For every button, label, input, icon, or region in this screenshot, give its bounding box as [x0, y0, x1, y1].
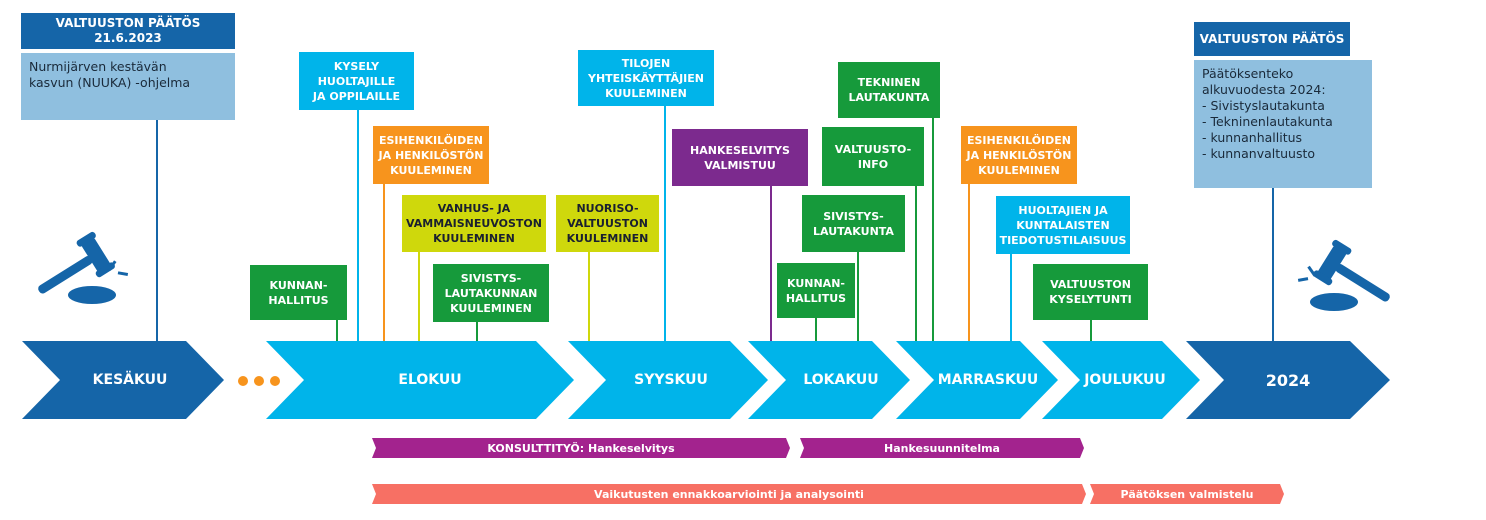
event-sivistyslautakunnan: SIVISTYS- LAUTAKUNNAN KUULEMINEN	[433, 264, 549, 322]
event-tekninen: TEKNINEN LAUTAKUNTA	[838, 62, 940, 118]
event-kysely: KYSELY HUOLTAJILLE JA OPPILAILLE	[299, 52, 414, 110]
gavel-icon	[1297, 239, 1390, 311]
connector-valtuustoinfo	[915, 186, 917, 342]
connector-hankeselvitys	[770, 186, 772, 342]
event-sivistyslautakunta: SIVISTYS- LAUTAKUNTA	[802, 195, 905, 252]
phase-bars	[372, 438, 1284, 504]
bar-label-hankesuunnitelma: Hankesuunnitelma	[884, 441, 1000, 455]
event-tilojen: TILOJEN YHTEISKÄYTTÄJIEN KUULEMINEN	[578, 50, 714, 106]
chevron-syyskuu	[568, 341, 768, 419]
timeline-label-syyskuu: SYYSKUU	[634, 372, 708, 388]
connector-decision-right	[1272, 188, 1274, 342]
bar-paatoksen	[1090, 484, 1284, 504]
connector-kunnanhallitus-1	[336, 320, 338, 342]
connector-kyselytunti	[1090, 320, 1092, 342]
timeline-label-marraskuu: MARRASKUU	[937, 372, 1039, 388]
connector-huoltajien	[1010, 254, 1012, 342]
chevron-joulukuu	[1042, 341, 1200, 419]
bar-hankesuunnitelma	[800, 438, 1084, 458]
event-kunnanhallitus-1: KUNNAN- HALLITUS	[250, 265, 347, 320]
timeline-label-joulukuu: JOULUKUU	[1084, 372, 1166, 388]
connector-esihenkilot-2	[968, 184, 970, 342]
event-nuoriso: NUORISO- VALTUUSTON KUULEMINEN	[556, 195, 659, 252]
timeline-label-kesakuu: KESÄKUU	[92, 372, 168, 388]
bar-label-paatoksen: Päätöksen valmistelu	[1120, 487, 1254, 501]
event-huoltajien: HUOLTAJIEN JA KUNTALAISTEN TIEDOTUSTILAI…	[996, 196, 1130, 254]
bar-konsulttityo	[372, 438, 790, 458]
decision-left-text: Nurmijärven kestävän kasvun (NUUKA) -ohj…	[21, 53, 235, 120]
gavel-icon	[38, 231, 129, 304]
connector-lines	[156, 106, 1274, 342]
bar-label-vaikutusten: Vaikutusten ennakkoarviointi ja analysoi…	[594, 487, 864, 501]
timeline-label-lokakuu: LOKAKUU	[803, 372, 879, 388]
event-valtuustoinfo: VALTUUSTO- INFO	[822, 127, 924, 186]
event-hankeselvitys: HANKESELVITYS VALMISTUU	[672, 129, 808, 186]
decision-left-title: VALTUUSTON PÄÄTÖS 21.6.2023	[21, 13, 235, 49]
bar-vaikutusten	[372, 484, 1086, 504]
bar-label-konsulttityo: KONSULTTITYÖ: Hankeselvitys	[487, 441, 675, 455]
timeline-chevrons	[22, 341, 1390, 419]
connector-sivistyslautakunta	[857, 252, 859, 342]
ellipsis-dot	[270, 376, 280, 386]
connector-nuoriso	[588, 252, 590, 342]
decision-right-text: Päätöksenteko alkuvuodesta 2024: - Sivis…	[1194, 60, 1372, 188]
event-esihenkilot-1: ESIHENKILÖIDEN JA HENKILÖSTÖN KUULEMINEN	[373, 126, 489, 184]
chevron-lokakuu	[748, 341, 910, 419]
connector-kysely	[357, 110, 359, 342]
timeline-label-2024: 2024	[1265, 370, 1311, 390]
ellipsis-dot	[238, 376, 248, 386]
connector-tekninen	[932, 118, 934, 342]
decision-right-title: VALTUUSTON PÄÄTÖS	[1194, 22, 1350, 56]
ellipsis-dots	[238, 376, 280, 386]
connector-kunnanhallitus-2	[815, 318, 817, 342]
chevron-elokuu	[266, 341, 574, 419]
chevron-2024	[1186, 341, 1390, 419]
ellipsis-dot	[254, 376, 264, 386]
connector-decision-left	[156, 120, 158, 342]
chevron-marraskuu	[896, 341, 1058, 419]
event-esihenkilot-2: ESIHENKILÖIDEN JA HENKILÖSTÖN KUULEMINEN	[961, 126, 1077, 184]
event-kyselytunti: VALTUUSTON KYSELYTUNTI	[1033, 264, 1148, 320]
connector-sivistyslautakunnan	[476, 322, 478, 342]
connector-esihenkilot-1	[383, 184, 385, 342]
event-vanhus: VANHUS- JA VAMMAISNEUVOSTON KUULEMINEN	[402, 195, 546, 252]
event-kunnanhallitus-2: KUNNAN- HALLITUS	[777, 263, 855, 318]
chevron-kesakuu	[22, 341, 224, 419]
timeline-label-elokuu: ELOKUU	[398, 372, 462, 388]
connector-tilojen	[664, 106, 666, 342]
connector-vanhus	[418, 252, 420, 342]
